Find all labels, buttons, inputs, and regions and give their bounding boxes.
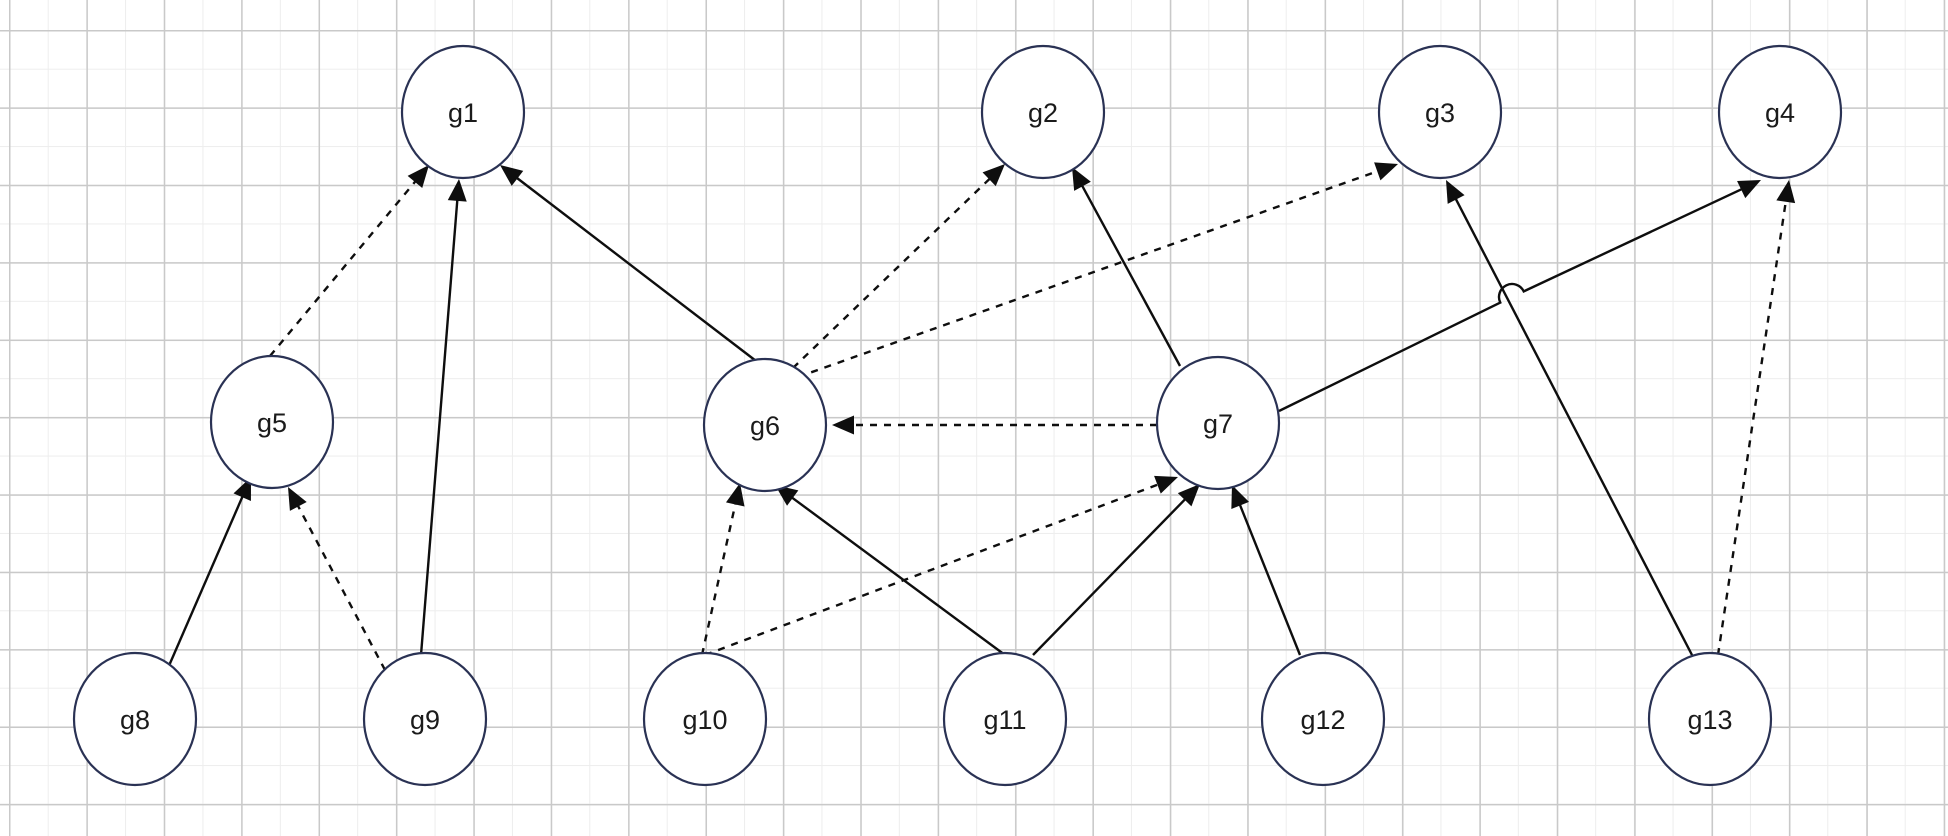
arrowhead-g11-to-g7: [1177, 484, 1200, 507]
arrowheads-layer: [233, 162, 1796, 511]
arrowhead-g6-to-g1: [500, 165, 524, 186]
node-g8[interactable]: g8: [72, 651, 198, 787]
arrowhead-g6-to-g3: [1374, 162, 1398, 181]
node-g6[interactable]: g6: [702, 357, 828, 493]
node-shape-g1[interactable]: [400, 44, 526, 180]
node-g13[interactable]: g13: [1647, 651, 1773, 787]
node-shape-g9[interactable]: [362, 651, 488, 787]
arrowhead-g7-to-g6: [832, 415, 854, 435]
edge-g5-to-g1[interactable]: [269, 176, 420, 357]
node-shape-g12[interactable]: [1260, 651, 1386, 787]
node-g11[interactable]: g11: [942, 651, 1068, 787]
node-shape-g8[interactable]: [72, 651, 198, 787]
node-g3[interactable]: g3: [1377, 44, 1503, 180]
node-g1[interactable]: g1: [400, 44, 526, 180]
edge-g10-to-g6[interactable]: [700, 498, 738, 656]
edge-g7-to-g2[interactable]: [1078, 180, 1182, 367]
edge-g7-to-g4[interactable]: [1278, 185, 1748, 413]
edge-g11-to-g7[interactable]: [1032, 494, 1190, 656]
node-g7[interactable]: g7: [1155, 355, 1281, 491]
node-g4[interactable]: g4: [1717, 44, 1843, 180]
edge-g9-to-g5[interactable]: [294, 500, 387, 671]
node-shape-g2[interactable]: [980, 44, 1106, 180]
edge-g12-to-g7[interactable]: [1236, 499, 1302, 656]
edge-g8-to-g5[interactable]: [166, 491, 246, 669]
node-shape-g3[interactable]: [1377, 44, 1503, 180]
node-g5[interactable]: g5: [209, 354, 335, 490]
arrowhead-g10-to-g7: [1154, 475, 1178, 494]
arrowhead-g10-to-g6: [725, 483, 745, 507]
edges-layer: [166, 168, 1788, 671]
edge-g9-to-g1[interactable]: [419, 194, 459, 656]
node-shape-g6[interactable]: [702, 357, 828, 493]
node-g9[interactable]: g9: [362, 651, 488, 787]
edge-g10-to-g7[interactable]: [704, 481, 1164, 657]
node-shape-g7[interactable]: [1155, 355, 1281, 491]
edge-g13-to-g3[interactable]: [1452, 193, 1694, 656]
node-shape-g13[interactable]: [1647, 651, 1773, 787]
arrowhead-g9-to-g5: [288, 487, 307, 511]
arrowhead-g13-to-g3: [1446, 180, 1465, 204]
node-shape-g10[interactable]: [642, 651, 768, 787]
arrowhead-g12-to-g7: [1231, 485, 1249, 509]
arrowhead-g6-to-g2: [982, 164, 1005, 187]
arrowhead-g7-to-g4: [1737, 180, 1761, 199]
arrowhead-g13-to-g4: [1776, 180, 1796, 204]
edge-g11-to-g6[interactable]: [787, 493, 1006, 656]
node-shape-g11[interactable]: [942, 651, 1068, 787]
edge-g6-to-g2[interactable]: [792, 174, 995, 369]
arrowhead-g5-to-g1: [407, 165, 429, 188]
node-shape-g5[interactable]: [209, 354, 335, 490]
nodes-layer: g1 g2 g3 g4 g5 g6 g7 g8 g9 g10 g11 g12 g13: [72, 44, 1843, 787]
arrowhead-g11-to-g6: [775, 485, 799, 506]
edge-g13-to-g4[interactable]: [1716, 195, 1788, 656]
edge-g6-to-g1[interactable]: [511, 173, 761, 365]
arrowhead-g9-to-g1: [447, 179, 467, 202]
arrowhead-g7-to-g2: [1072, 167, 1091, 191]
edge-g6-to-g3[interactable]: [797, 168, 1384, 379]
node-g10[interactable]: g10: [642, 651, 768, 787]
node-g12[interactable]: g12: [1260, 651, 1386, 787]
node-shape-g4[interactable]: [1717, 44, 1843, 180]
node-g2[interactable]: g2: [980, 44, 1106, 180]
